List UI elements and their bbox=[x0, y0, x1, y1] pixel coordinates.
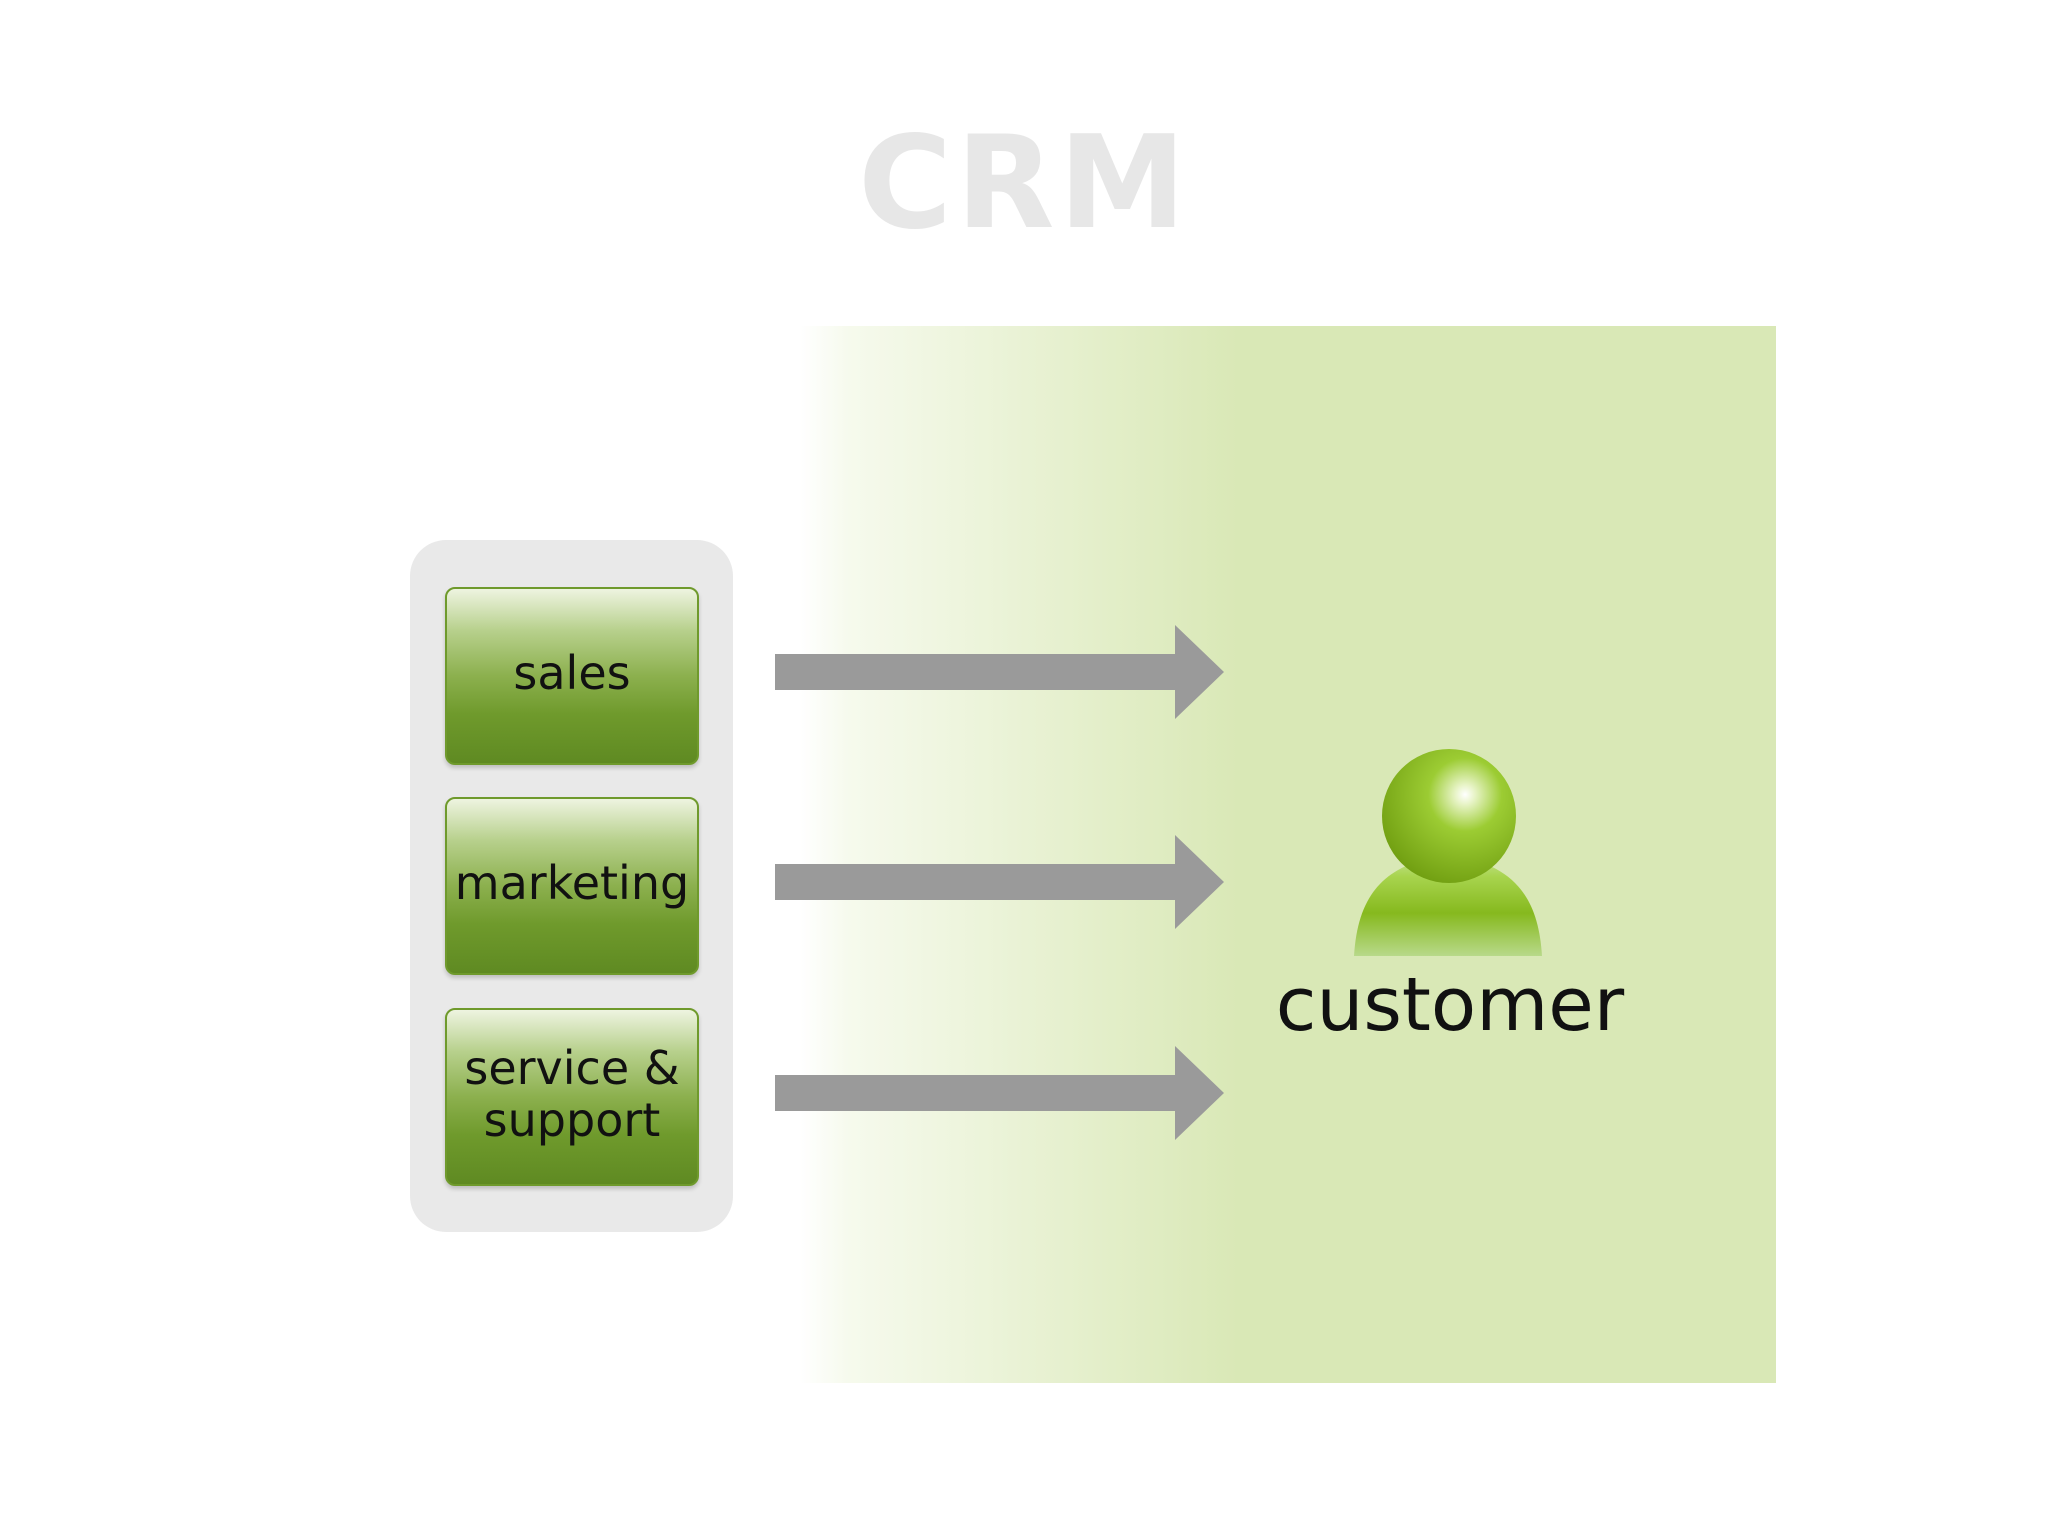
service-support-box: service & support bbox=[445, 1008, 699, 1186]
sales-arrow bbox=[775, 625, 1224, 719]
sales-label: sales bbox=[513, 646, 631, 701]
diagram-title: CRM bbox=[858, 109, 1190, 258]
person-icon bbox=[1354, 749, 1542, 956]
customer-background bbox=[800, 326, 1776, 1383]
customer-label: customer bbox=[1275, 962, 1625, 1048]
service-support-label: service & support bbox=[464, 1041, 680, 1147]
sales-box: sales bbox=[445, 587, 699, 765]
marketing-box: marketing bbox=[445, 797, 699, 975]
marketing-label: marketing bbox=[454, 856, 690, 911]
customer-head bbox=[1382, 749, 1516, 883]
customer-body bbox=[1354, 854, 1542, 956]
service-support-arrow bbox=[775, 1046, 1224, 1140]
marketing-arrow bbox=[775, 835, 1224, 929]
